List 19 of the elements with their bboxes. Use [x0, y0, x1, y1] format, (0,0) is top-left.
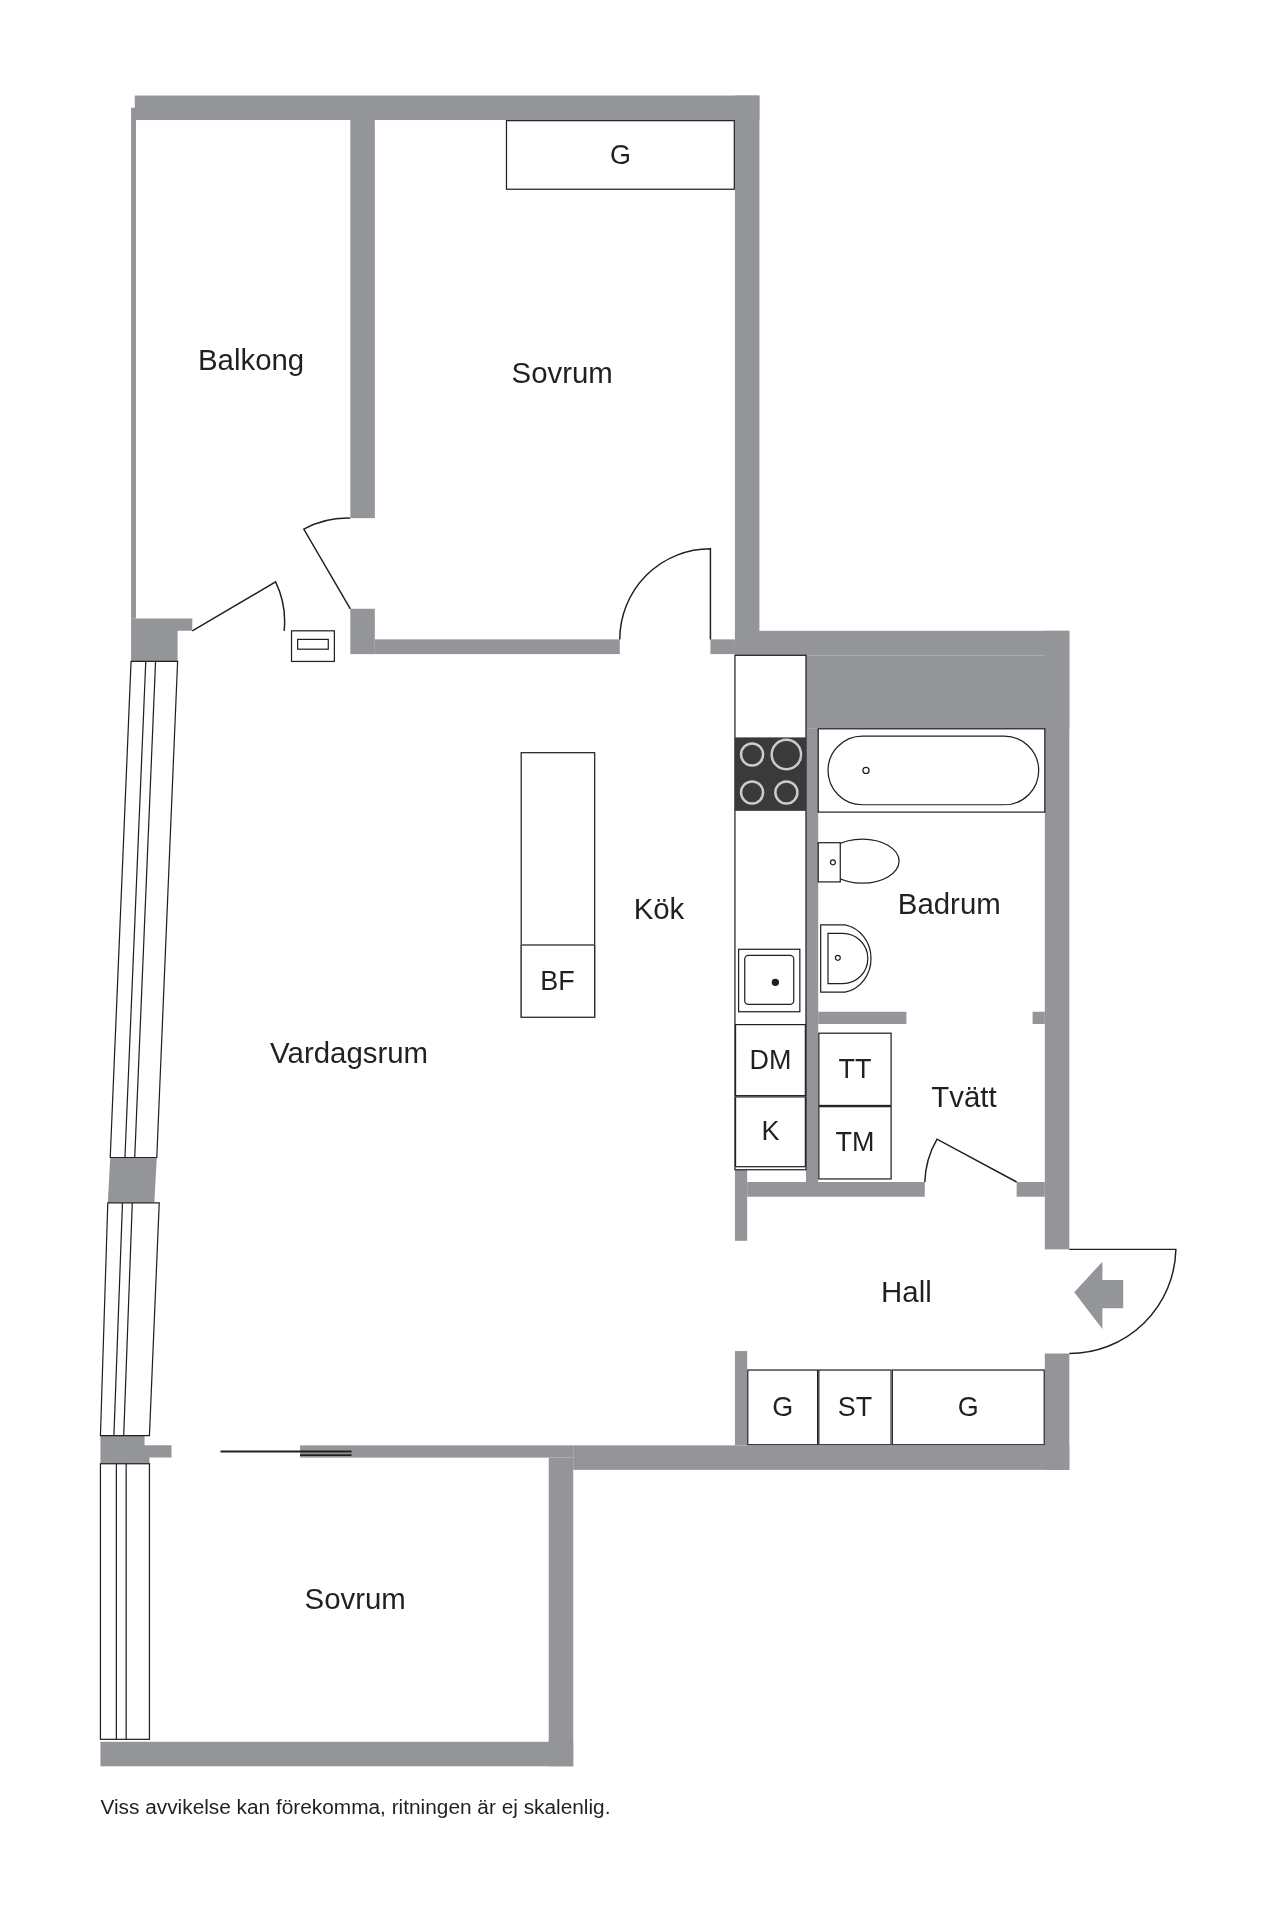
- fixture-box: G: [747, 1369, 819, 1446]
- fixture-box: G: [891, 1369, 1045, 1446]
- fixture-box: K: [734, 1096, 806, 1168]
- room-label: Sovrum: [304, 1582, 406, 1617]
- fixture-box: G: [505, 120, 735, 190]
- room-label: Balkong: [198, 342, 305, 378]
- fixture-box: BF: [520, 944, 595, 1018]
- kitchen-island: [520, 752, 596, 1018]
- fixture-box: ST: [818, 1369, 892, 1446]
- room-label: Kök: [633, 891, 685, 926]
- fixture-box: TM: [818, 1106, 892, 1180]
- room-label: Tvätt: [931, 1080, 997, 1115]
- room-label: Hall: [881, 1275, 932, 1310]
- fixture-box: DM: [734, 1024, 806, 1097]
- room-label: Vardagsrum: [270, 1036, 429, 1071]
- room-label: Sovrum: [511, 356, 613, 391]
- fixture-box: TT: [818, 1032, 892, 1107]
- disclaimer-note: Viss avvikelse kan förekomma, ritningen är ej skalenlig.: [100, 1795, 611, 1821]
- room-label: Badrum: [897, 886, 1001, 922]
